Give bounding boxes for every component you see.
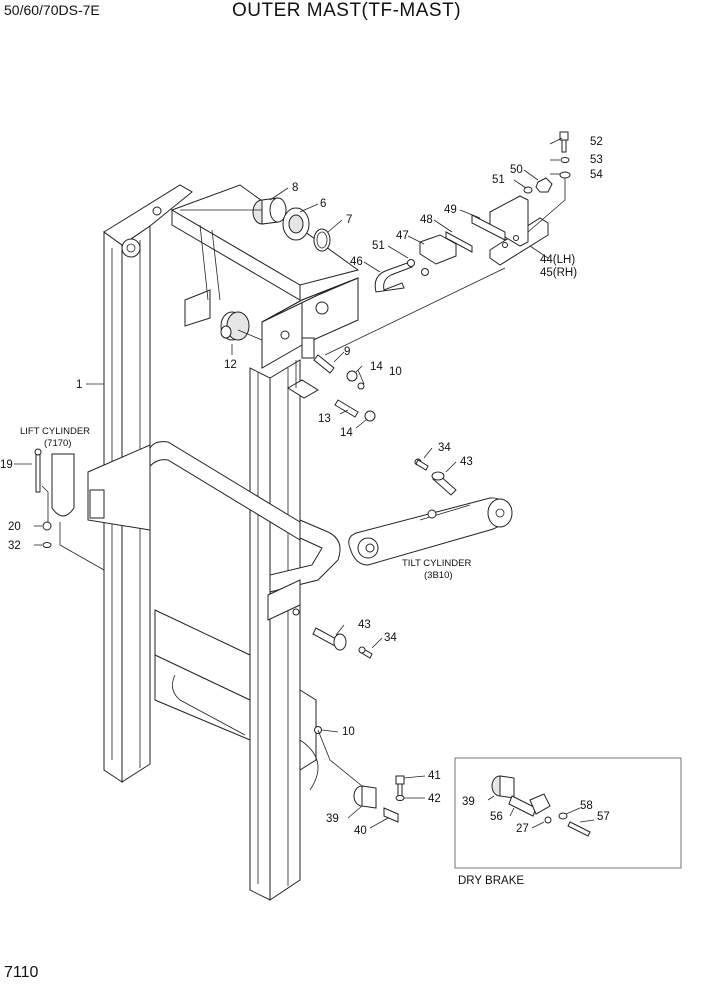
callout-57: 57 [597,811,610,823]
callout-51-a: 51 [492,174,505,186]
lift-cylinder-ref: (7170) [44,438,71,449]
tilt-cylinder [348,497,513,566]
callout-39-a: 39 [326,813,339,825]
callout-49: 49 [444,204,457,216]
callout-32: 32 [8,540,21,552]
callout-12: 12 [224,359,237,371]
page-title: OUTER MAST(TF-MAST) [232,0,462,21]
callout-54: 54 [590,169,603,181]
callout-14-a: 14 [370,361,383,373]
dry-brake-label: DRY BRAKE [458,875,524,887]
callout-20: 20 [8,521,21,533]
callout-numbers: 8 6 7 1 9 14 10 12 13 14 19 20 32 34 43 … [0,136,610,837]
callout-19: 19 [0,459,13,471]
bracket-assembly-44-54 [324,131,571,356]
bearing-group-8-6-7 [180,197,331,252]
model-code: 50/60/70DS-7E [4,2,100,18]
callout-10-a: 10 [389,366,402,378]
callout-42: 42 [428,793,441,805]
callout-14-b: 14 [340,427,353,439]
callout-53: 53 [590,154,603,166]
callout-27: 27 [516,823,529,835]
callout-44-lh: 44(LH) [540,254,575,266]
callout-8: 8 [292,182,298,194]
leader-lines [14,137,595,829]
callout-48: 48 [420,214,433,226]
lift-cylinder-area [34,448,105,571]
tilt-cylinder-ref: (3B10) [424,570,453,581]
outer-mast-frame [87,184,360,901]
lift-cylinder-label: LIFT CYLINDER [20,426,90,437]
callout-1: 1 [76,379,82,391]
roller-12 [220,311,263,341]
callout-7: 7 [346,214,352,226]
callout-45-rh: 45(RH) [540,267,577,279]
callout-13: 13 [318,413,331,425]
tilt-cylinder-label: TILT CYLINDER [402,558,471,569]
page-number: 7110 [4,964,39,981]
pin-43-bolt-34-lower [312,627,373,659]
pin-43-bolt-34-upper [414,458,457,496]
callout-58: 58 [580,800,593,812]
callout-10-b: 10 [342,726,355,738]
callout-34-b: 34 [384,632,397,644]
callout-47: 47 [396,230,409,242]
callout-43-b: 43 [358,619,371,631]
dry-brake-inset [454,757,682,869]
pins-and-nuts [287,337,376,422]
callout-50: 50 [510,164,523,176]
callout-41: 41 [428,770,441,782]
callout-51-b: 51 [372,240,385,252]
callout-39-b: 39 [462,796,475,808]
callout-46: 46 [350,256,363,268]
lower-brake-parts [314,726,405,823]
callout-6: 6 [320,198,326,210]
callout-43-a: 43 [460,456,473,468]
callout-52: 52 [590,136,603,148]
callout-34-a: 34 [438,442,451,454]
callout-40: 40 [354,825,367,837]
component-labels: LIFT CYLINDER (7170) TILT CYLINDER (3B10… [20,426,524,887]
callout-56: 56 [490,811,503,823]
callout-9: 9 [344,346,350,358]
